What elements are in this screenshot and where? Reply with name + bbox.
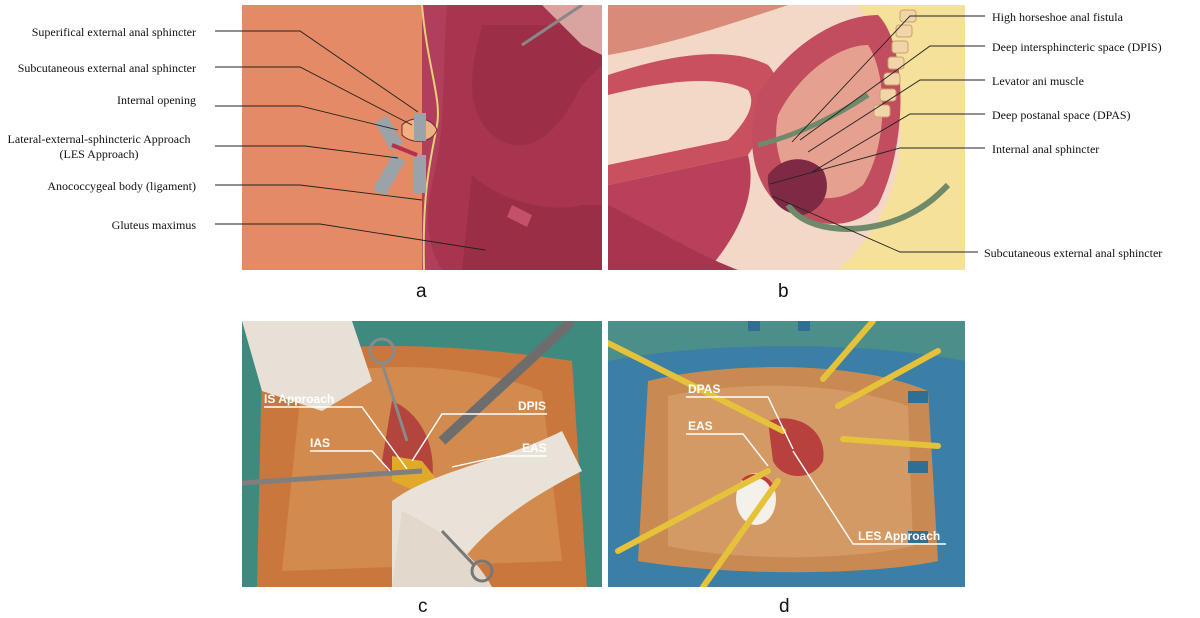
photo-label-ias: IAS	[310, 436, 330, 450]
photo-label-eas-c: EAS	[522, 441, 547, 455]
label-dpas-b: Deep postanal space (DPAS)	[992, 108, 1131, 122]
panel-letter-c: c	[418, 596, 428, 617]
label-subcutaneous-eas-b: Subcutaneous external anal sphincter	[984, 246, 1163, 260]
label-les-approach: Lateral-external-sphincteric Approach	[7, 132, 191, 146]
photo-label-dpis: DPIS	[518, 399, 546, 413]
photo-label-les-approach: LES Approach	[858, 529, 940, 543]
label-internal-opening: Internal opening	[117, 93, 196, 107]
panel-c-surgical-photo: IS Approach DPIS IAS EAS	[242, 321, 602, 587]
panel-d-surgical-photo: DPAS EAS LES Approach	[608, 321, 965, 587]
label-dpis-b: Deep intersphincteric space (DPIS)	[992, 40, 1162, 54]
panel-letter-b: b	[778, 281, 789, 302]
photo-label-eas-d: EAS	[688, 419, 713, 433]
label-subcutaneous-eas-a: Subcutaneous external anal sphincter	[17, 61, 196, 75]
label-les-approach-abbr: (LES Approach)	[59, 147, 139, 161]
label-internal-anal-sphincter: Internal anal sphincter	[992, 142, 1100, 156]
label-gluteus-maximus: Gluteus maximus	[111, 218, 196, 232]
panel-letter-a: a	[416, 281, 427, 302]
panel-a-illustration	[242, 5, 602, 270]
label-superficial-eas: Superifical external anal sphincter	[31, 25, 196, 39]
label-high-horseshoe-fistula: High horseshoe anal fistula	[992, 10, 1123, 24]
photo-label-is-approach: IS Approach	[264, 392, 334, 406]
panel-letter-d: d	[779, 596, 790, 617]
label-levator-ani: Levator ani muscle	[992, 74, 1084, 88]
label-anococcygeal-body: Anococcygeal body (ligament)	[47, 179, 196, 193]
photo-label-dpas: DPAS	[688, 382, 720, 396]
